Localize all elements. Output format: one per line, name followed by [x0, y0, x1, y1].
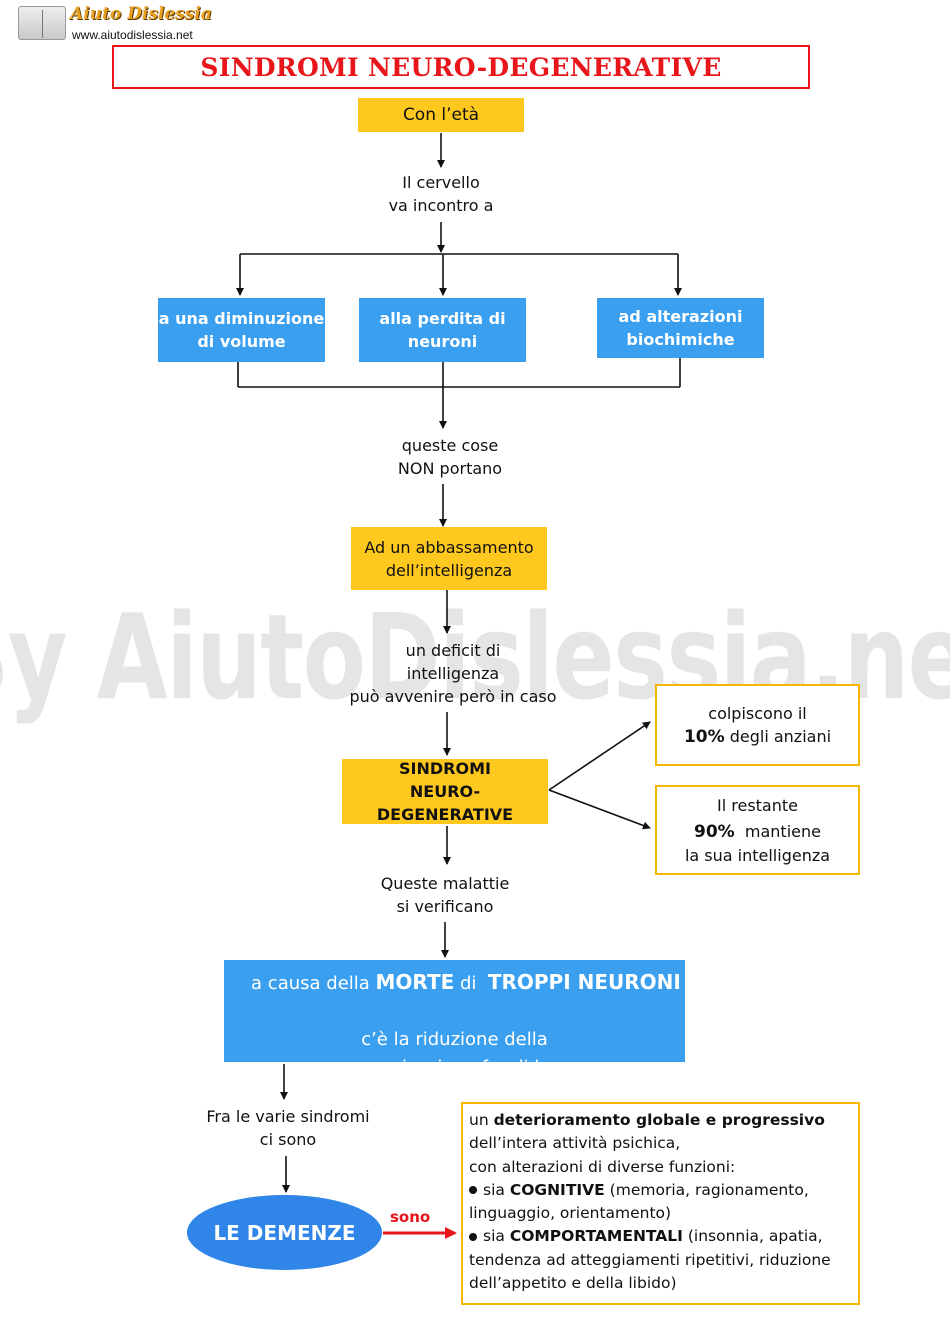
node-dementia: LE DEMENZE [187, 1195, 382, 1270]
book-icon [18, 6, 66, 40]
node-stat2: Il restante 90% mantiene la sua intellig… [655, 785, 860, 875]
bullet-icon [469, 1186, 477, 1195]
node-start: Con l’età [358, 98, 524, 132]
node-definition: un deterioramento globale e progressivo … [461, 1102, 860, 1305]
node-step2: queste cose NON portano [397, 436, 503, 478]
node-syndromes: SINDROMI NEURO-DEGENERATIVE [342, 759, 548, 824]
logo-url: www.aiutodislessia.net [72, 28, 193, 42]
node-branch-biochem: ad alterazioni biochimiche [597, 298, 764, 358]
node-step1: Il cervello va incontro a [388, 173, 494, 215]
logo: Aiuto Dislessia www.aiutodislessia.net [18, 4, 218, 44]
node-result1: Ad un abbassamento dell’intelligenza [351, 527, 547, 590]
bullet-icon [469, 1232, 477, 1241]
node-branch-neurons: alla perdita di neuroni [359, 298, 526, 362]
arrow-syndromes-to-stat1 [548, 721, 651, 791]
page-title-box: SINDROMI NEURO-DEGENERATIVE [112, 45, 810, 89]
page-title: SINDROMI NEURO-DEGENERATIVE [200, 52, 722, 82]
node-step3: un deficit di intelligenza può avvenire … [349, 640, 557, 706]
node-branch-volume: a una diminuzione di volume [158, 298, 325, 362]
node-stat1: colpiscono il 10% degli anziani [655, 684, 860, 766]
node-cause: a causa della MORTE di TROPPI NEURONI c’… [224, 960, 685, 1078]
arrow-label-sono: sono [390, 1208, 431, 1226]
node-step4: Queste malattie si verificano [380, 874, 510, 916]
arrow-syndromes-to-stat2 [548, 789, 651, 830]
logo-title: Aiuto Dislessia [70, 4, 212, 24]
node-step5: Fra le varie sindromi ci sono [206, 1107, 370, 1149]
